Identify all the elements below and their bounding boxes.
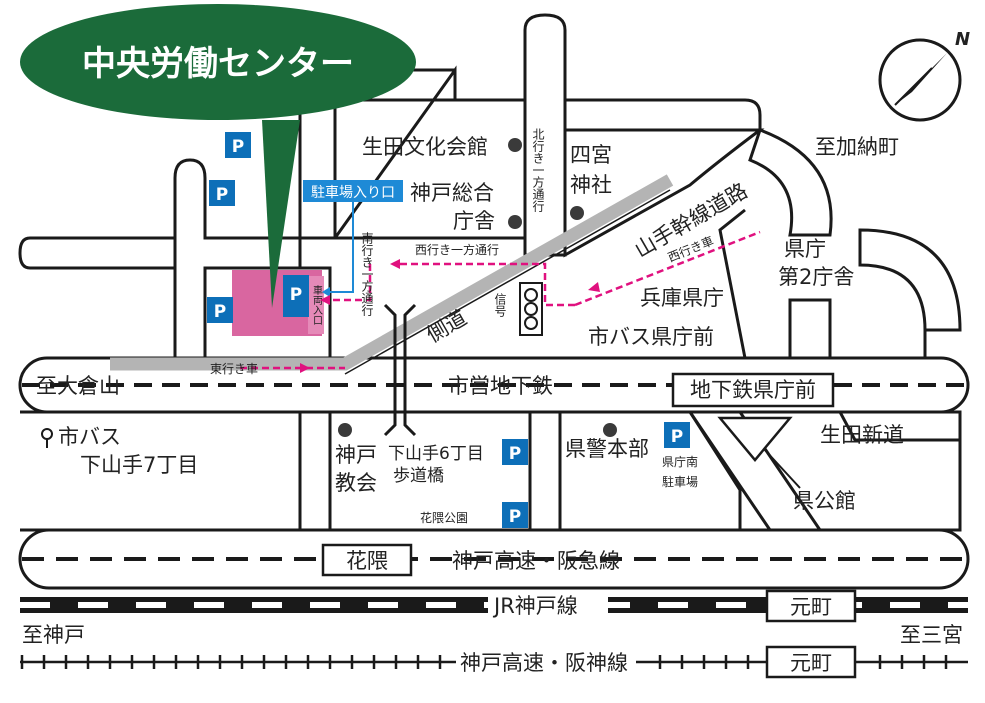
label-ikuta-shindo: 生田新道 [820, 423, 904, 447]
hanshin-motomachi-box [765, 645, 857, 679]
parking-entrance-label: 駐車場入り口 [311, 184, 395, 201]
label-bus-stop-2: 下山手7丁目 [80, 453, 198, 477]
parking-entrance-badge [303, 180, 403, 202]
parking-icon: P [207, 297, 233, 323]
label-motomachi-1: 元町 [790, 595, 832, 619]
label-subway-station: 地下鉄県庁前 [690, 378, 816, 402]
label-shinomiya-1: 四宮 [570, 143, 612, 167]
label-city-bus-kenchomae: 市バス県庁前 [588, 325, 714, 349]
label-to-sannomiya: 至三宮 [900, 623, 963, 647]
subway-station-box [671, 372, 835, 408]
parking-entrance-arrow [330, 202, 354, 293]
label-kencho-south-1: 県庁南 [662, 454, 698, 469]
label-to-kobe: 至神戸 [22, 623, 85, 647]
compass: N [878, 29, 970, 122]
label-kobe-church-2: 教会 [335, 471, 377, 495]
label-kencho-2: 県庁 [784, 237, 826, 261]
vehicle-entrance [308, 276, 324, 334]
label-hyogo-kencho: 兵庫県庁 [640, 286, 724, 310]
parking-icon: P [225, 132, 251, 158]
label-kencho-south-2: 駐車場 [662, 474, 698, 489]
label-motomachi-2: 元町 [790, 651, 832, 675]
city-blocks [20, 65, 962, 532]
parking-icon: P [283, 275, 309, 317]
parking-icon: P [664, 422, 690, 448]
svg-text:P: P [671, 427, 683, 447]
label-kobe-kosoku-hankyu: 神戸高速・阪急線 [452, 549, 620, 573]
parking-icon: P [502, 439, 528, 465]
label-signal: 信号 [493, 293, 507, 317]
label-kobe-sogo-1: 神戸総合 [410, 181, 494, 205]
driving-route [240, 230, 761, 370]
label-bus-stop-1: 市バス [58, 425, 121, 449]
label-higashiyuki-sha: 東行き車 [210, 362, 258, 376]
svg-text:P: P [232, 137, 244, 157]
label-ikuta-bunka: 生田文化会館 [362, 135, 488, 159]
svg-text:P: P [509, 507, 521, 527]
label-kita-oneway: 北行き一方通行 [531, 128, 545, 212]
label-kenkei: 県警本部 [565, 437, 649, 461]
svg-text:P: P [216, 185, 228, 205]
label-to-okurayama: 至大倉山 [36, 374, 120, 398]
label-jr-line: JR神戸線 [492, 594, 578, 618]
label-kencho-2b: 第2庁舎 [778, 265, 854, 289]
label-footbridge-2: 歩道橋 [393, 466, 444, 486]
label-kenkokan: 県公館 [793, 489, 856, 513]
label-hanakuma-park: 花隈公園 [420, 510, 468, 525]
parking-icon: P [502, 502, 528, 528]
label-kobe-church-1: 神戸 [335, 443, 377, 467]
svg-text:P: P [214, 302, 226, 322]
label-subway: 市営地下鉄 [448, 374, 553, 398]
label-nishi-oneway: 西行き一方通行 [415, 242, 499, 257]
vehicle-entrance-label: 車両入口 [311, 284, 323, 325]
hanakuma-station-box [321, 543, 413, 577]
label-kobe-kosoku-hanshin: 神戸高速・阪神線 [460, 651, 628, 675]
parking-icon: P [209, 180, 235, 206]
label-shinomiya-2: 神社 [570, 173, 612, 197]
label-footbridge-1: 下山手6丁目 [388, 444, 484, 464]
title-callout: 中央労働センター [20, 4, 416, 308]
page-title: 中央労働センター [82, 44, 354, 84]
label-kobe-sogo-2: 庁舎 [453, 209, 495, 233]
svg-text:P: P [290, 285, 302, 305]
label-minami-oneway: 南行き一方通行 [360, 231, 374, 316]
parking-markers: P P P P P P P [207, 132, 690, 528]
north-label: N [955, 29, 970, 50]
label-hanakuma-station: 花隈 [346, 549, 388, 573]
yamate-expressway [110, 174, 674, 371]
label-to-kano: 至加納町 [815, 135, 899, 159]
jr-motomachi-box [765, 589, 857, 623]
bus-stop-icon [41, 428, 53, 448]
footbridge [383, 303, 417, 437]
svg-text:P: P [509, 444, 521, 464]
